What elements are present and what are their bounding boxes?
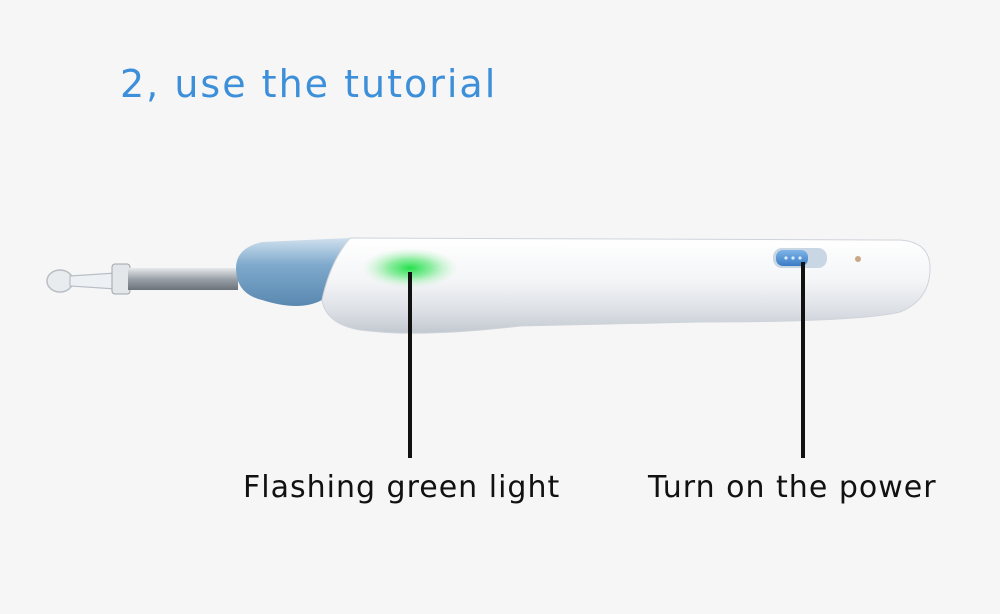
power-label: Turn on the power [648, 470, 937, 505]
metal-shaft [111, 263, 238, 295]
page-title: 2, use the tutorial [120, 62, 498, 106]
indicator-dot [855, 256, 861, 262]
power-callout-line [801, 262, 805, 458]
green-light-label: Flashing green light [243, 470, 561, 505]
blue-collar [236, 238, 350, 306]
green-light-callout-line [408, 272, 412, 458]
power-switch [773, 248, 827, 268]
ear-spoon-tip [46, 269, 117, 293]
green-led-light [362, 248, 458, 288]
